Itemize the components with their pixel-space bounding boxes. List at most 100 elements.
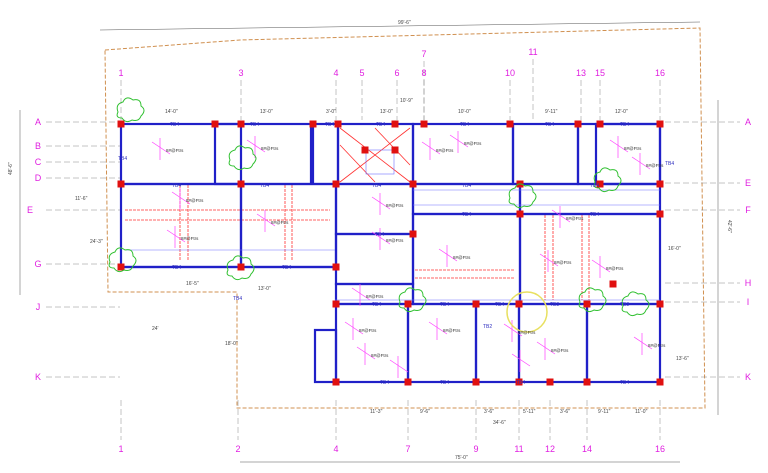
grid-label-row-right-A: A [745,117,751,127]
beam-label: TB4 [462,183,471,189]
tree-symbol [593,167,622,193]
column-marker [583,300,591,308]
rebar-leader [166,229,186,243]
beam-label: TB4 [260,183,269,189]
bar-label: 8#@Ftrs [181,236,199,241]
column-marker [656,300,664,308]
column-marker [117,120,125,128]
column-marker [332,300,340,308]
rebar-leader [631,156,651,170]
beam-outline [311,122,340,186]
rebar-leader [371,231,391,245]
rebar-leader [256,213,276,227]
column-marker [211,120,219,128]
rebar-leader [421,141,441,155]
column-marker [596,180,604,188]
grid-label-row-right-E: E [745,178,751,188]
grid-label-column-top-1: 1 [118,68,123,78]
tree-symbol [116,97,145,123]
dimension-label: 34'-6" [493,420,506,426]
column-marker [656,378,664,386]
grid-label-column-bottom-14: 14 [582,444,592,454]
bar-label: 8#@Ftrs [371,353,389,358]
bar-label: 8#@Ftrs [271,220,289,225]
rebar-leader [511,353,531,367]
column-marker [596,120,604,128]
grid-label-column-bottom-16: 16 [655,444,665,454]
beam-label: TB4 [380,380,389,386]
trees [108,97,650,317]
grid-label-column-top-3: 3 [238,68,243,78]
dimension-label: 9'-6" [420,409,430,415]
dimension-label: 3'-6" [484,409,494,415]
rebar-leader [633,336,653,350]
beam-outline [119,182,243,269]
beam-label: TB4 [495,302,504,308]
bar-label: 8#@Ftrs [386,203,404,208]
dimension-label: 13'-0" [258,286,271,292]
beam-outline [511,122,580,186]
grid-label-row-left-B: B [35,141,41,151]
rebar-leader [428,321,448,335]
column-marker [404,300,412,308]
overall-dimension-right: 42'-6" [726,220,732,233]
columns [117,120,664,386]
dimension-label: 11'-0" [635,409,648,415]
rebar-leader [151,141,171,155]
grid-label-column-top-5: 5 [359,68,364,78]
grid-lines [46,59,740,440]
grid-label-row-left-C: C [35,157,42,167]
grid-label-column-top-8: 8 [421,68,426,78]
beam-label: TB4 [620,380,629,386]
grid-label-column-bottom-2: 2 [235,444,240,454]
grid-label-row-left-G: G [34,259,41,269]
bar-label: 8#@Ftrs [386,238,404,243]
rebar-leader [551,209,571,223]
beam-outline [334,182,415,236]
grid-label-column-top-7: 7 [421,49,426,59]
beam-label: TB4 [172,183,181,189]
bar-label: 8#@Ftrs [359,328,377,333]
dimension-label: 10'-0" [458,109,471,115]
dimension-label: 12'-0" [615,109,628,115]
bar-label: 8#@Ftrs [186,198,204,203]
beam-label: TB4 [325,122,334,128]
bar-label: 8#@Ftrs [554,260,572,265]
dimension-label: 9'-11" [598,409,611,415]
beam-outline [474,302,521,384]
grid-label-column-bottom-4: 4 [333,444,338,454]
beam-label: TB4 [665,161,674,167]
grid-label-column-top-10: 10 [505,68,515,78]
beam-label: TB4 [440,302,449,308]
beam-label: TB4 [460,122,469,128]
grid-label-column-bottom-12: 12 [545,444,555,454]
grid-label-column-bottom-11: 11 [514,444,523,454]
rebar-annotations [151,131,653,378]
grid-label-column-top-13: 13 [576,68,586,78]
column-marker [574,120,582,128]
dimension-label: 11'-3" [370,409,383,415]
column-marker [472,300,480,308]
dimension-labels: 14'-0"13'-0"3'-0"13'-0"10'-0"9'-11"12'-0… [75,98,689,426]
beam-label: TB4 [118,156,127,162]
grid-label-row-right-K: K [745,372,751,382]
grid-label-column-bottom-7: 7 [405,444,410,454]
rebar-leader [351,287,371,301]
beam-outline [239,182,338,269]
beam-outline [518,212,662,306]
column-marker [656,210,664,218]
beam-outline [517,302,589,384]
overall-dimension-top: 99'-6" [398,20,411,26]
column-marker [391,120,399,128]
beam-outline [594,122,662,186]
column-marker [404,378,412,386]
beam-label: TB4 [620,122,629,128]
beam-label: TB4 [375,232,384,238]
bar-label: 8#@Ftrs [261,146,279,151]
grid-label-column-top-15: 15 [595,68,605,78]
column-marker [609,280,617,288]
beam-label: TB4 [545,122,554,128]
beam-label: TB4 [170,122,179,128]
rebar-leader [609,139,629,153]
